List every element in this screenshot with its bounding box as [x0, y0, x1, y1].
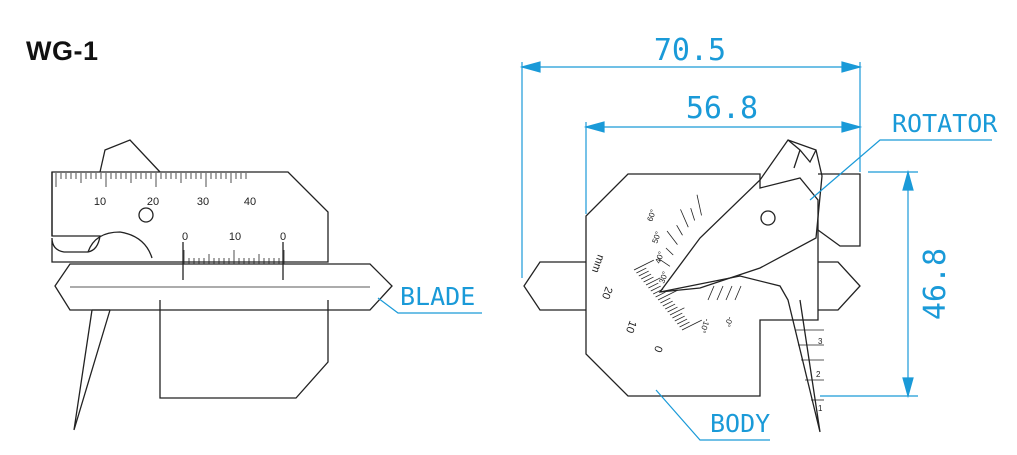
main-scale-plate	[51, 171, 329, 263]
dim-70-arrow-left	[519, 61, 541, 73]
dim-blade-width: 56.8	[686, 91, 758, 126]
angle-ray-lower	[707, 285, 715, 301]
angle-ray-lower	[716, 285, 724, 301]
vernier-scale-labels: 0 10 0	[182, 231, 286, 243]
blade-callout	[377, 297, 482, 314]
main-scale-label-20: 20	[147, 196, 159, 208]
depth-tick	[667, 306, 678, 313]
depth-label-10: 10	[623, 319, 638, 335]
angle-ray	[680, 209, 689, 228]
rotator-callout	[809, 139, 992, 201]
depth-tick	[660, 297, 671, 304]
main-scale-ticks	[55, 173, 247, 187]
dim-height: 46.8	[918, 248, 953, 320]
gap-pointer	[659, 275, 821, 433]
depth-tick	[645, 277, 661, 286]
angle-ray	[696, 194, 702, 216]
gap-label-3: 3	[818, 337, 823, 346]
angle-ray	[676, 224, 683, 236]
angle-ray	[666, 230, 678, 245]
depth-tick	[648, 282, 659, 289]
rotator-top-band	[817, 173, 861, 247]
blade-leader	[377, 297, 482, 314]
depth-label-0: 0	[651, 344, 664, 354]
main-scale-label-30: 30	[197, 196, 209, 208]
dim-46-arrow-bottom	[902, 377, 914, 399]
depth-tick	[672, 312, 683, 319]
angle-label-minus10: -10°	[698, 317, 712, 334]
depth-tick	[677, 318, 688, 325]
blade-label: BLADE	[400, 282, 475, 311]
angle-label-40: 40°	[653, 250, 666, 264]
depth-tick	[679, 321, 690, 328]
angle-scale-rays	[657, 194, 742, 301]
angle-ray	[690, 208, 696, 221]
rotator-arm	[658, 139, 823, 293]
angle-label-minus0: -0°	[723, 315, 735, 328]
depth-tick	[681, 319, 702, 331]
depth-tick	[633, 259, 654, 271]
angle-label-50: 50°	[650, 230, 663, 244]
main-scale-label-40: 40	[244, 196, 256, 208]
gap-scale	[796, 329, 824, 401]
vernier-label-10: 10	[229, 231, 241, 243]
body-label: BODY	[710, 409, 770, 438]
depth-tick	[650, 285, 661, 292]
pointer-needle	[73, 309, 111, 431]
right-blade-left	[523, 261, 586, 311]
dim-70-arrow-right	[841, 61, 863, 73]
top-tip	[99, 139, 161, 173]
rotator-hole	[760, 210, 776, 226]
angle-label-60: 60°	[645, 208, 658, 222]
angle-ray-lower	[734, 285, 742, 301]
lower-body	[159, 300, 329, 399]
dim-56-arrow-left	[583, 121, 605, 133]
body-leader	[655, 389, 770, 441]
dim-56-arrow-right	[841, 121, 863, 133]
depth-tick	[653, 288, 664, 295]
vernier-label-0b: 0	[280, 231, 286, 243]
blade	[54, 263, 393, 311]
depth-tick	[657, 289, 678, 301]
main-scale-labels: 10 20 30 40	[94, 196, 256, 208]
main-scale-label-10: 10	[94, 196, 106, 208]
model-title: WG-1	[26, 36, 99, 66]
body-outline	[585, 173, 819, 397]
angle-ray	[657, 257, 671, 267]
depth-tick	[636, 267, 647, 274]
right-blade-right	[818, 261, 861, 311]
depth-scale-ticks	[633, 259, 702, 331]
depth-tick	[655, 291, 666, 298]
right-view	[523, 139, 861, 433]
rotator-leader	[809, 139, 992, 201]
vernier-scale-ticks	[183, 250, 285, 264]
angle-ray-lower	[725, 285, 733, 301]
body-callout	[655, 389, 770, 441]
depth-tick	[641, 273, 652, 280]
depth-label-20: 20	[599, 285, 614, 301]
rotator-label: ROTATOR	[892, 109, 998, 138]
mm-unit-label: mm	[589, 253, 607, 274]
depth-tick	[665, 303, 676, 310]
depth-tick	[669, 307, 685, 316]
depth-tick	[674, 315, 685, 322]
depth-tick	[638, 270, 649, 277]
left-view	[51, 139, 393, 431]
vernier-label-0: 0	[182, 231, 188, 243]
gap-label-2: 2	[816, 370, 821, 379]
angle-ray	[665, 247, 674, 256]
angle-label-30: 30°	[657, 270, 670, 284]
depth-tick	[643, 276, 654, 283]
scale-hole	[138, 207, 154, 223]
dimension-lines	[519, 61, 918, 399]
depth-tick	[662, 300, 673, 307]
pivot-arc	[87, 231, 153, 259]
dim-overall-width: 70.5	[654, 33, 726, 68]
gap-label-1: 1	[818, 404, 823, 413]
dim-46-arrow-top	[902, 169, 914, 191]
